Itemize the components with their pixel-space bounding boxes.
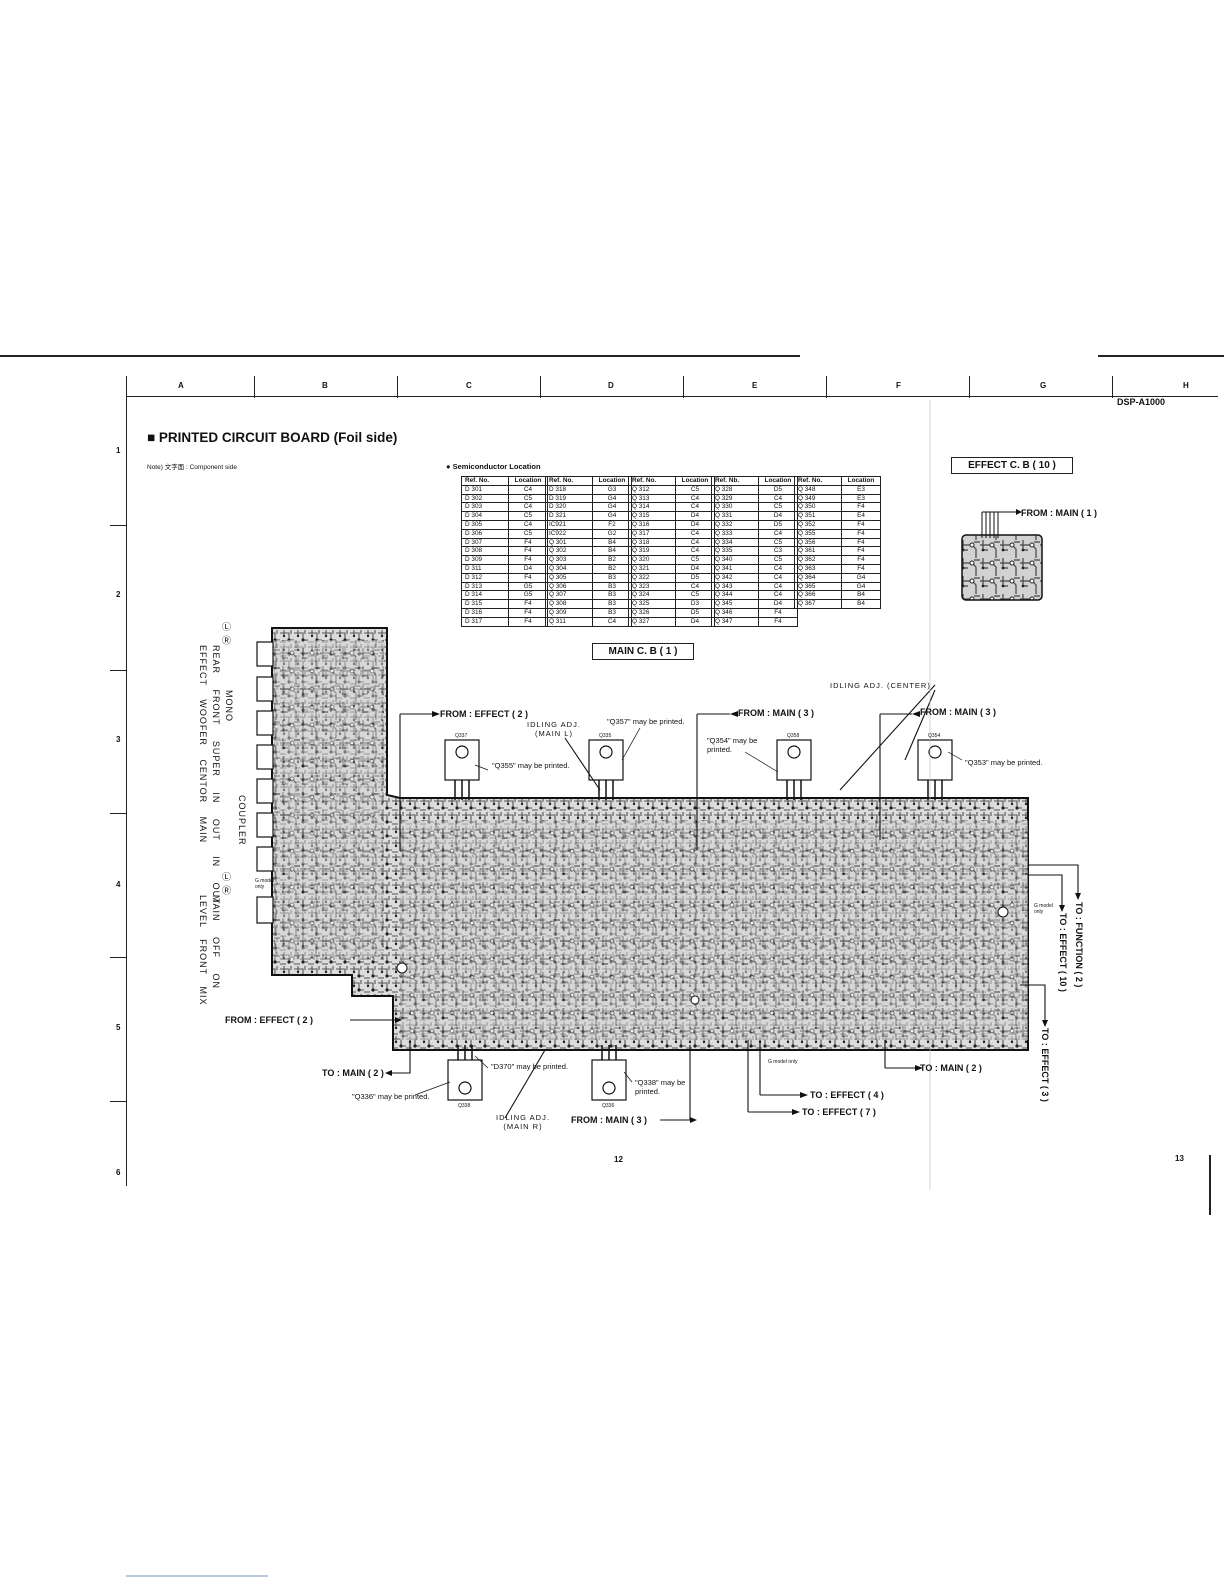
side-main-off-on: MAIN OFF ON [211, 895, 221, 989]
row-label-4: 4 [116, 880, 121, 889]
location-cell: F4 [758, 616, 798, 627]
col-divider [254, 376, 255, 398]
col-divider [683, 376, 684, 398]
page-number-left: 12 [614, 1155, 623, 1164]
note-q338: "Q338" may be printed. [635, 1078, 686, 1096]
col-divider [826, 376, 827, 398]
conn-to-function-2: TO : FUNCTION ( 2 ) [1074, 902, 1084, 988]
transistor-q354: Q354 [928, 733, 941, 739]
conn-from-main-3-a: FROM : MAIN ( 3 ) [738, 708, 814, 718]
effect-board-label: EFFECT C. B ( 10 ) [951, 457, 1073, 474]
col-label-b: B [322, 381, 328, 390]
side-mono: MONO [224, 690, 234, 722]
conn-to-effect-3: TO : EFFECT ( 3 ) [1040, 1028, 1050, 1102]
conn-from-main-1: FROM : MAIN ( 1 ) [1021, 508, 1097, 518]
conn-from-main-3-b: FROM : MAIN ( 3 ) [920, 707, 996, 717]
idling-adj-center: IDLING ADJ. (CENTER) [830, 681, 931, 690]
row-label-2: 2 [116, 590, 121, 599]
transistor-q358: Q358 [787, 733, 800, 739]
main-board-label: MAIN C. B ( 1 ) [592, 643, 694, 660]
page-title: ■ PRINTED CIRCUIT BOARD (Foil side) [147, 430, 398, 445]
row-label-5: 5 [116, 1023, 121, 1032]
row-tick [110, 1101, 126, 1102]
row-tick [110, 957, 126, 958]
side-lr-top: Ⓛ Ⓡ [221, 622, 231, 646]
row-tick [110, 670, 126, 671]
col-label-h: H [1183, 381, 1189, 390]
col-divider [397, 376, 398, 398]
note-q355: "Q355" may be printed. [492, 761, 570, 770]
frame-right [1209, 1155, 1211, 1215]
effect-pcb [961, 534, 1043, 601]
conn-to-main-2-right: TO : MAIN ( 2 ) [920, 1063, 982, 1073]
col-label-a: A [178, 381, 184, 390]
transistor-q337: Q337 [455, 733, 468, 739]
top-rule [0, 355, 800, 357]
note-d370: "D370" may be printed. [491, 1062, 569, 1071]
transistor-q338: Q338 [458, 1103, 471, 1109]
frame-left [126, 376, 127, 1186]
side-level: LEVEL FRONT MIX [198, 895, 208, 1006]
conn-to-effect-10: TO : EFFECT ( 10 ) [1058, 913, 1068, 992]
note-q357: "Q357" may be printed. [607, 717, 685, 726]
idling-adj-main-r: IDLING ADJ. (MAIN R) [496, 1113, 550, 1131]
col-divider [969, 376, 970, 398]
col-label-f: F [896, 381, 901, 390]
conn-from-effect-2-top: FROM : EFFECT ( 2 ) [440, 709, 528, 719]
col-label-g: G [1040, 381, 1047, 390]
g-model-only-left: G model only [255, 878, 274, 890]
col-divider [540, 376, 541, 398]
conn-from-effect-2-left: FROM : EFFECT ( 2 ) [225, 1015, 313, 1025]
page-number-right: 13 [1175, 1154, 1184, 1163]
g-model-only: G model only [768, 1059, 798, 1065]
g-model-only-right: G model only [1034, 903, 1053, 915]
col-label-e: E [752, 381, 758, 390]
conn-from-main-3-bottom: FROM : MAIN ( 3 ) [571, 1115, 647, 1125]
row-label-6: 6 [116, 1168, 121, 1177]
col-divider [1112, 376, 1113, 398]
row-label-1: 1 [116, 446, 121, 455]
model-number: DSP-A1000 [1117, 397, 1166, 407]
column-header-rule [126, 396, 1218, 397]
conn-to-main-2-left: TO : MAIN ( 2 ) [322, 1068, 384, 1078]
row-tick [110, 813, 126, 814]
side-inputs-col1: REAR FRONT SUPER IN OUT IN OUT [211, 645, 221, 905]
note-q353: "Q353" may be printed. [965, 758, 1043, 767]
top-rule-right [1098, 355, 1224, 357]
conn-to-effect-7: TO : EFFECT ( 7 ) [802, 1107, 876, 1117]
note-q336: "Q336" may be printed. [352, 1092, 430, 1101]
side-coupler: COUPLER [237, 795, 247, 846]
col-label-d: D [608, 381, 614, 390]
location-cell: B4 [841, 599, 881, 609]
idling-adj-main-l: IDLING ADJ. (MAIN L) [527, 720, 581, 738]
note: Note) 文字面 : Component side [147, 464, 237, 471]
note-q354: "Q354" may be printed. [707, 736, 758, 754]
row-tick [110, 525, 126, 526]
semiconductor-title: ● Semiconductor Location [446, 462, 541, 471]
transistor-q336: Q336 [602, 1103, 615, 1109]
row-label-3: 3 [116, 735, 121, 744]
col-label-c: C [466, 381, 472, 390]
side-lr-bottom: Ⓛ Ⓡ [221, 872, 231, 896]
transistor-q335: Q335 [599, 733, 612, 739]
conn-to-effect-4: TO : EFFECT ( 4 ) [810, 1090, 884, 1100]
side-inputs-col2: EFFECT WOOFER CENTOR MAIN [198, 645, 208, 844]
